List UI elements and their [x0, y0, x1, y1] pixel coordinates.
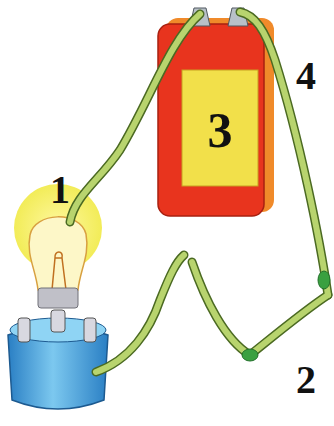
callout-number: 4	[296, 56, 316, 96]
bulb-cap	[38, 288, 78, 308]
wires	[70, 12, 328, 372]
callout-number: 2	[296, 360, 316, 400]
battery-label	[182, 70, 258, 186]
bulb-filament	[52, 252, 66, 290]
bulb-glass	[29, 217, 87, 290]
callout-number: 3	[208, 105, 233, 155]
callout-number: 1	[50, 170, 70, 210]
screw-terminals	[18, 310, 96, 342]
wire-joints	[242, 271, 330, 361]
